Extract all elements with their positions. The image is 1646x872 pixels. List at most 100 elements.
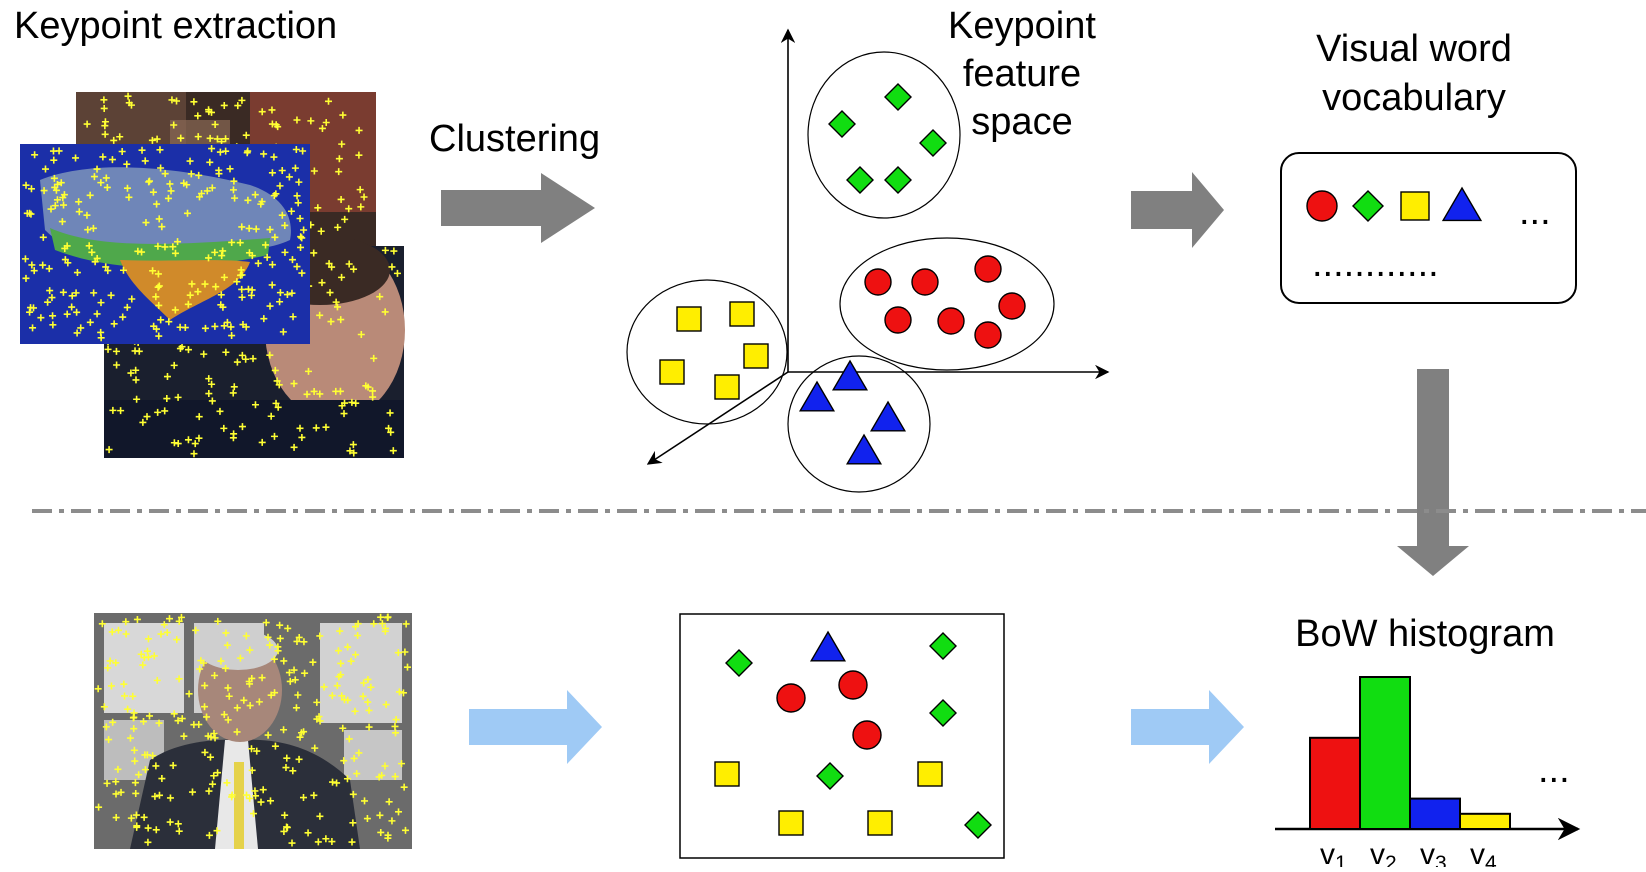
keypoint-marker [102,263,110,271]
green-diamond-word [884,83,912,111]
keypoint-marker [390,247,398,255]
keypoint-marker [236,654,244,662]
keypoint-marker [154,283,162,291]
keypoint-marker [334,223,342,231]
keypoint-marker [381,624,389,632]
keypoint-marker [201,280,209,288]
keypoint-marker [41,165,49,173]
keypoint-marker [345,735,353,743]
keypoint-marker [338,692,346,700]
keypoint-marker [292,704,300,712]
keypoint-marker [341,215,349,223]
keypoint-marker [108,156,116,164]
keypoint-marker [370,354,378,362]
keypoint-marker [316,812,324,820]
keypoint-marker [229,434,237,442]
keypoint-marker [310,387,318,395]
keypoint-marker [360,193,368,201]
keypoint-marker [391,722,399,730]
keypoint-marker [174,820,182,828]
keypoint-marker [220,273,228,281]
keypoint-marker [152,826,160,834]
keypoint-marker [131,347,139,355]
keypoint-marker [148,136,156,144]
keypoint-marker [238,293,246,301]
keypoint-marker [346,447,354,455]
keypoint-marker [117,788,125,796]
keypoint-marker [114,626,122,634]
keypoint-marker [381,246,389,254]
keypoint-marker [187,170,195,178]
keypoint-marker [192,626,200,634]
keypoint-marker [230,383,238,391]
keypoint-marker [315,713,323,721]
feature-points [659,83,1026,465]
keypoint-marker [194,288,202,296]
keypoint-marker [117,407,125,415]
keypoint-marker [163,395,171,403]
red-circle-word [776,683,806,713]
keypoint-marker [328,692,336,700]
keypoint-marker [184,300,192,308]
keypoint-marker [213,135,221,143]
keypoint-marker [389,447,397,455]
keypoint-marker [138,146,146,154]
keypoint-marker [223,779,231,787]
keypoint-marker [295,755,303,763]
keypoint-marker [52,186,60,194]
yellow-cluster [626,279,788,425]
red-circle-word [852,720,882,750]
histogram-build-arrow [1131,690,1244,764]
keypoint-marker [333,303,341,311]
keypoint-marker [214,769,222,777]
keypoint-marker [175,675,183,683]
keypoint-marker [251,191,259,199]
keypoint-marker [46,287,54,295]
keypoint-marker [180,732,188,740]
red-circle-word [1306,190,1338,222]
keypoint-marker [218,138,226,146]
keypoint-marker [177,613,185,621]
keypoint-marker [316,717,324,725]
keypoint-marker [332,298,340,306]
keypoint-marker [124,705,132,713]
keypoint-marker [200,659,208,667]
keypoint-marker [100,96,108,104]
keypoint-marker [72,289,80,297]
keypoint-marker [228,238,236,246]
keypoint-marker [22,274,30,282]
feature-space-axes [646,28,1110,465]
keypoint-marker [178,715,186,723]
keypoint-marker [270,153,278,161]
keypoint-marker [39,233,47,241]
vocabulary-title-line-2: vocabulary [1322,77,1506,119]
keypoint-marker [166,818,174,826]
keypoint-marker [132,376,140,384]
keypoint-marker [295,633,303,641]
keypoint-marker [387,428,395,436]
keypoint-marker [328,838,336,846]
keypoint-marker [103,183,111,191]
keypoint-marker [384,613,392,621]
keypoint-marker [154,270,162,278]
keypoint-marker [118,148,126,156]
keypoint-marker [157,316,165,324]
keypoint-marker [224,716,232,724]
keypoint-marker [112,814,120,822]
keypoint-marker [253,747,261,755]
keypoint-marker [242,131,250,139]
keypoint-marker [290,380,298,388]
keypoint-marker [150,652,158,660]
keypoint-marker [293,192,301,200]
keypoint-marker [30,267,38,275]
yellow-square-word [917,761,943,787]
keypoint-marker [288,289,296,297]
keypoint-marker [226,165,234,173]
keypoint-marker [250,810,258,818]
keypoint-marker [188,280,196,288]
keypoint-marker [119,313,127,321]
keypoint-marker [274,643,282,651]
keypoint-marker [215,166,223,174]
keypoint-marker [338,402,346,410]
keypoint-marker [201,324,209,332]
